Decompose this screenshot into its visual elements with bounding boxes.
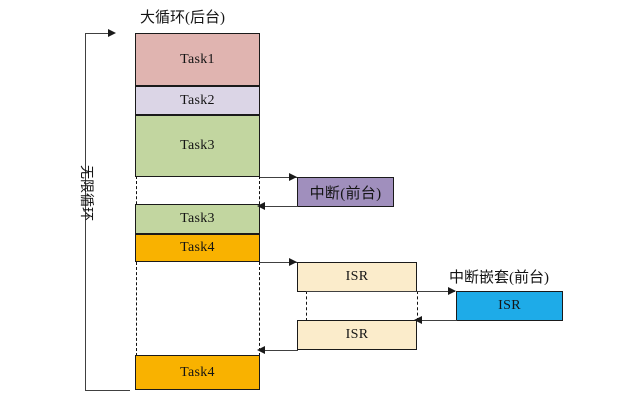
timeline-guide-left [136,176,137,356]
loop-bracket-spine [85,33,86,390]
nested-isr-enter-line [306,291,455,292]
nested-isr-return-arrow-icon [414,315,422,324]
task-block-task4-resumed[interactable]: Task4 [135,355,260,390]
nested-isr-return-line [418,320,457,321]
nested-isr-enter-arrow-icon [448,286,456,295]
interrupt-enter-line [260,177,297,178]
isr1-enter-line [260,262,297,263]
isr-guide-right [417,291,418,321]
isr2-return-line [261,350,298,351]
isr1-enter-arrow-icon [289,257,297,266]
interrupt-return-line [261,206,298,207]
loop-label: 无限循环 [78,165,93,221]
interrupt-box[interactable]: 中断(前台) [297,177,394,207]
task-block-task2[interactable]: Task2 [135,86,260,115]
loop-arrow-head-icon [108,28,116,37]
task-block-task4-first[interactable]: Task4 [135,234,260,262]
task-block-task1[interactable]: Task1 [135,33,260,86]
isr2-return-arrow-icon [257,345,265,354]
task-block-task3-first[interactable]: Task3 [135,115,260,177]
isr-box-second[interactable]: ISR [297,320,417,350]
nested-interrupt-title: 中断嵌套(前台) [449,270,549,286]
background-loop-title: 大循环(后台) [140,10,225,26]
task-block-task3-resumed[interactable]: Task3 [135,204,260,234]
timeline-guide-right [259,176,260,356]
interrupt-return-arrow-icon [257,201,265,210]
loop-bracket-top-arm [85,33,113,34]
loop-bracket-bottom-arm [85,390,130,391]
isr-guide-left [306,291,307,321]
nested-isr-box[interactable]: ISR [456,291,563,321]
isr-box-first[interactable]: ISR [297,262,417,292]
interrupt-enter-arrow-icon [289,172,297,181]
